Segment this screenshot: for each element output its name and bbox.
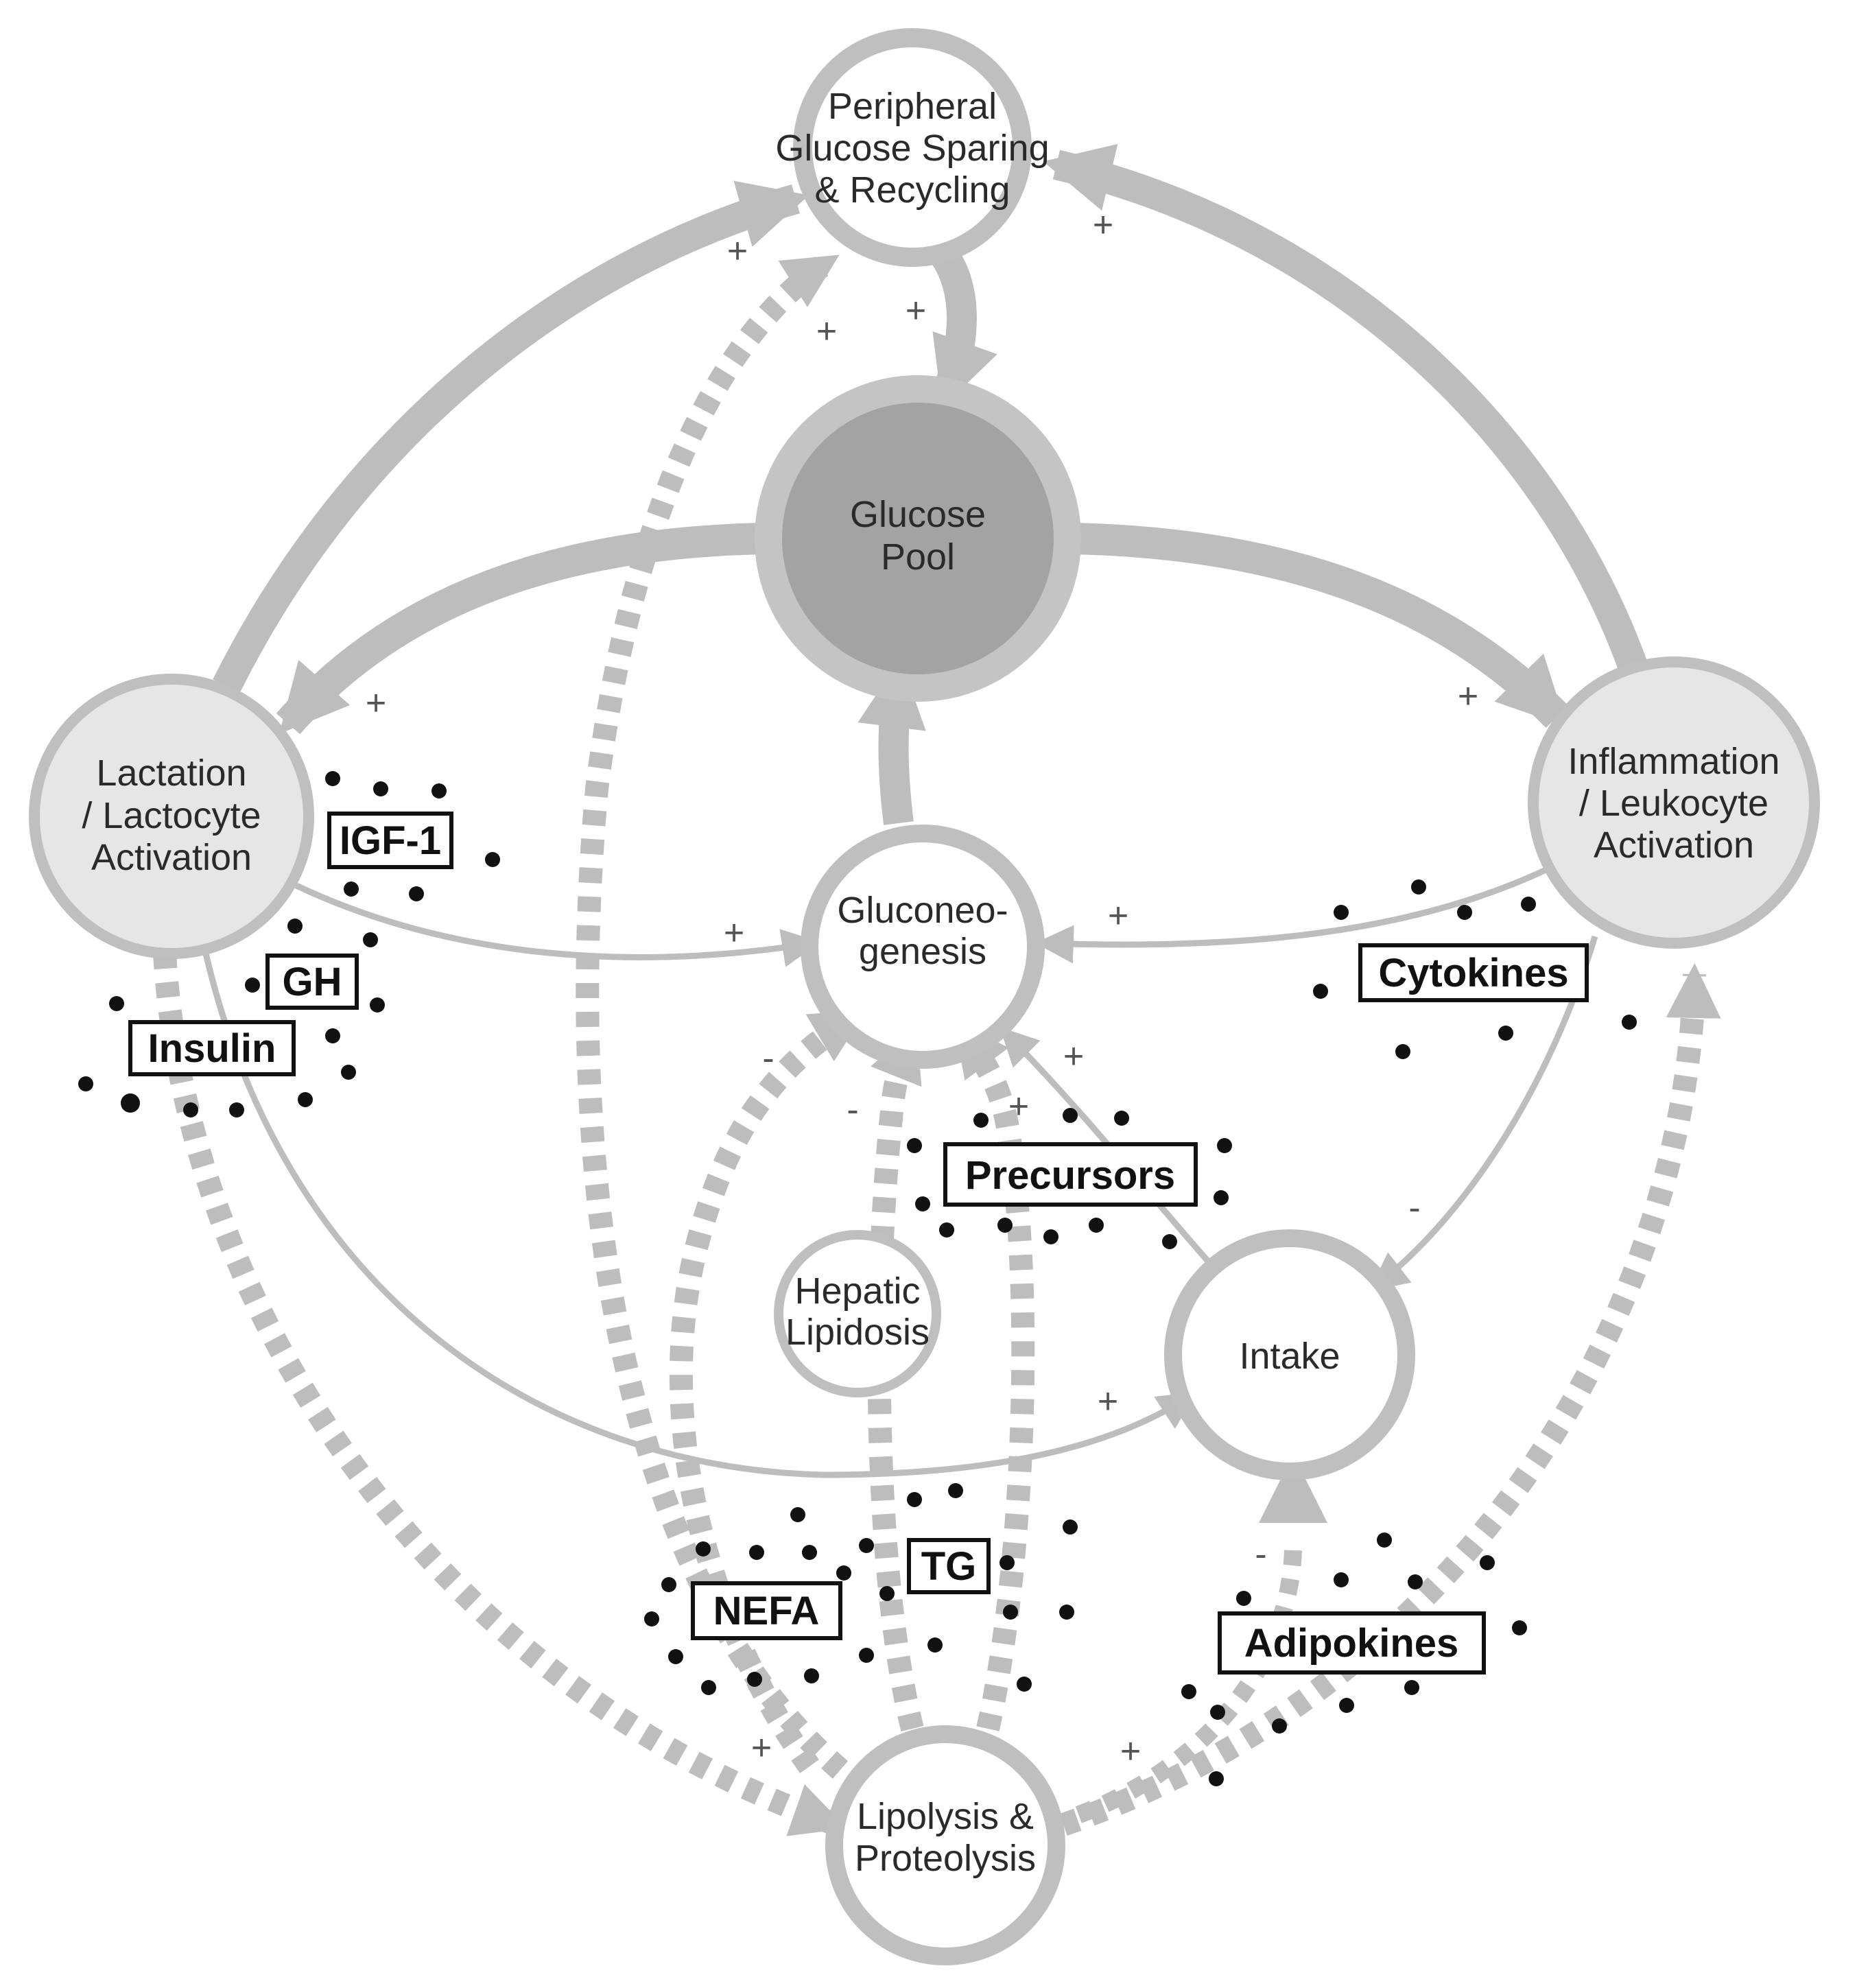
node-lactation-line-3: Activation: [91, 837, 252, 878]
node-lactation-line-1: Lactation: [96, 753, 246, 794]
sign-plus: +: [724, 913, 744, 953]
node-lipolysis-line-1: Lipolysis &: [857, 1796, 1034, 1837]
factor-cytokines: Cytokines: [1358, 943, 1589, 1002]
arrow-peripheral-to-glucose-pool: [930, 245, 997, 407]
factor-gh: GH: [265, 954, 359, 1010]
sign-plus: +: [366, 683, 386, 723]
factor-adipokines-label: Adipokines: [1244, 1621, 1459, 1666]
sign-plus: +: [727, 231, 748, 271]
sign-plus: +: [1008, 1087, 1029, 1126]
node-glucose-pool: Glucose Pool: [755, 375, 1081, 702]
arrow-lipolysis-to-gluconeogenesis-right: [951, 1020, 1035, 1731]
node-inflammation-line-3: Activation: [1594, 825, 1754, 866]
factor-adipokines: Adipokines: [1218, 1611, 1486, 1675]
node-inflammation-line-2: / Leukocyte: [1579, 783, 1769, 824]
node-peripheral: Peripheral Glucose Sparing & Recycling: [775, 28, 1050, 267]
arrow-inflammation-to-gluconeogenesis: [1034, 864, 1552, 964]
factor-nefa: NEFA: [691, 1581, 842, 1640]
node-inflammation-line-1: Inflammation: [1568, 741, 1779, 782]
factor-nefa-label: NEFA: [713, 1589, 820, 1633]
dots-lipid-products: [644, 1483, 1078, 1695]
node-glucose-pool-line-1: Glucose: [850, 494, 986, 535]
dots-cytokines: [1313, 879, 1637, 1059]
factor-precursors: Precursors: [943, 1142, 1198, 1207]
sign-labels: + + + + + + + + + + + + + - - - -: [366, 205, 1478, 1771]
node-lactation-line-2: / Lactocyte: [82, 795, 261, 836]
node-glucose-pool-line-2: Pool: [881, 536, 955, 578]
node-hepatic-line-2: Lipidosis: [785, 1312, 930, 1353]
sign-plus: +: [1120, 1731, 1141, 1771]
sign-minus: -: [1255, 1535, 1266, 1574]
node-hepatic: Hepatic Lipidosis: [774, 1230, 941, 1397]
node-intake: Intake: [1164, 1229, 1415, 1480]
factor-cytokines-label: Cytokines: [1378, 951, 1568, 995]
sign-plus: +: [1098, 1382, 1118, 1421]
factor-insulin: Insulin: [128, 1020, 296, 1076]
node-lipolysis-line-2: Proteolysis: [855, 1838, 1036, 1879]
node-intake-line-1: Intake: [1239, 1336, 1340, 1377]
arrow-glucose-pool-to-inflammation: [1069, 523, 1569, 729]
factor-precursors-label: Precursors: [965, 1153, 1175, 1198]
node-hepatic-line-1: Hepatic: [794, 1270, 920, 1312]
factor-tg: TG: [907, 1538, 991, 1594]
sign-minus: -: [1408, 1188, 1420, 1228]
arrow-inflammation-to-peripheral: [1043, 143, 1647, 671]
node-peripheral-line-1: Peripheral: [828, 86, 997, 127]
dots-precursors: [907, 1108, 1232, 1249]
factor-igf1: IGF-1: [327, 812, 453, 869]
arrow-glucose-pool-to-lactation: [276, 523, 766, 735]
sign-plus: +: [1458, 676, 1478, 716]
sign-plus: +: [816, 311, 837, 351]
sign-plus: +: [1063, 1037, 1084, 1076]
arrow-lactation-to-lipolysis: [153, 952, 848, 1836]
node-gluconeogenesis: Gluconeo- genesis: [801, 825, 1045, 1069]
node-peripheral-line-3: & Recycling: [814, 169, 1010, 211]
factor-igf1-label: IGF-1: [340, 818, 441, 863]
node-gluconeogenesis-line-1: Gluconeo-: [837, 890, 1008, 931]
node-lactation: Lactation / Lactocyte Activation: [29, 674, 314, 959]
arrow-lactation-to-gluconeogenesis: [294, 881, 821, 967]
factor-gh-label: GH: [283, 960, 342, 1004]
arrow-lipolysis-to-peripheral: [576, 250, 849, 1779]
sign-minus: -: [847, 1090, 858, 1130]
node-lipolysis: Lipolysis & Proteolysis: [825, 1725, 1065, 1965]
solid-thick-arrows: [213, 143, 1647, 1523]
factor-insulin-label: Insulin: [148, 1026, 276, 1071]
dots-lactation-hormones: [78, 771, 500, 1117]
arrow-lactation-to-peripheral: [213, 180, 809, 693]
sign-plus: +: [906, 291, 926, 331]
sign-plus: +: [1093, 205, 1113, 245]
arrow-lactation-to-intake: [202, 952, 1197, 1478]
sign-plus: +: [751, 1728, 772, 1768]
node-inflammation: Inflammation / Leukocyte Activation: [1528, 656, 1820, 949]
dots-adipokines: [1181, 1533, 1527, 1786]
node-gluconeogenesis-line-2: genesis: [859, 931, 986, 972]
factor-tg-label: TG: [921, 1544, 977, 1589]
node-peripheral-line-2: Glucose Sparing: [775, 128, 1049, 169]
sign-plus: +: [1108, 896, 1128, 936]
sign-minus: -: [762, 1039, 774, 1078]
